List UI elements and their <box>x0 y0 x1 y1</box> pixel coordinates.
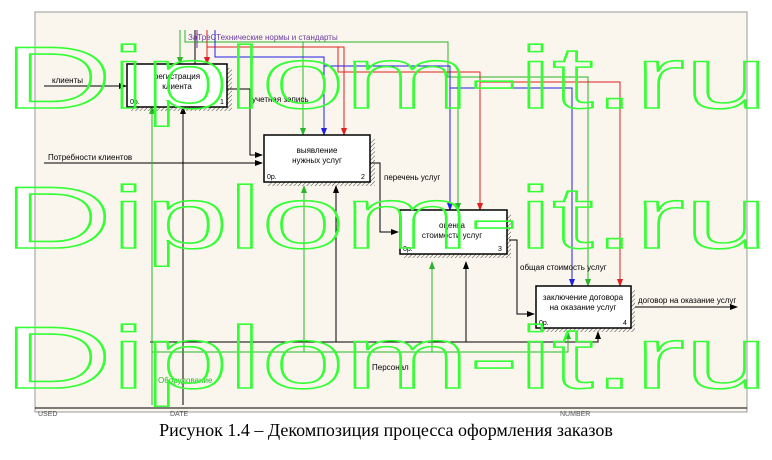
box-a3: оценка стоимости услуг 0р. 3 <box>399 209 511 258</box>
flow-record <box>227 88 263 158</box>
watermark-line-3: Diplom-it.ru <box>4 308 768 407</box>
box-a4: заключение договора на оказание услуг 0р… <box>535 285 635 332</box>
mech-equipment <box>149 106 571 405</box>
label-contract: договор на оказание услуг <box>638 296 736 305</box>
figure-caption: Рисунок 1.4 – Декомпозиция процесса офор… <box>159 420 613 440</box>
label-record: учетная запись <box>252 95 309 104</box>
box-a2-num: 2 <box>361 174 365 181</box>
box-a2-line2: нужных услуг <box>292 156 342 165</box>
arrow-labels: клиенты учетная запись Потребности клиен… <box>48 33 736 385</box>
box-a3-line1: оценка <box>439 221 465 230</box>
watermark-line-2: Diplom-it.ru <box>4 168 768 267</box>
controls-green <box>177 30 591 287</box>
box-a4-line2: на оказание услуг <box>550 303 617 312</box>
box-a4-cost: 0р. <box>539 320 549 327</box>
box-a3-cost: 0р. <box>403 246 413 253</box>
label-needs: Потребности клиентов <box>48 153 132 162</box>
mech-staff-a4 <box>466 331 601 343</box>
footer-fragment-used: USED <box>38 411 57 418</box>
flow-total-cost <box>509 239 535 317</box>
label-staff: Персонал <box>372 363 409 372</box>
watermark-line-1: Diplom-it.ru <box>4 28 768 127</box>
box-a1-line1: регистрация <box>154 72 200 81</box>
box-a4-line1: заключение договора <box>543 293 624 302</box>
box-a1: регистрация клиента 0р. 1 <box>126 63 232 111</box>
box-a3-num: 3 <box>498 246 502 253</box>
label-clients: клиенты <box>52 76 83 85</box>
box-a3-line2: стоимости услуг <box>422 231 482 240</box>
controls-red <box>204 30 623 287</box>
watermark: Diplom-it.ru Diplom-it.ru Diplom-it.ru <box>3 27 769 408</box>
label-services-list: перечень услуг <box>384 173 440 182</box>
flow-lines <box>44 30 738 405</box>
label-equipment: Оборудование <box>158 376 213 385</box>
box-a1-num: 1 <box>220 99 224 106</box>
controls-blue <box>214 30 575 287</box>
label-controls: ЗаТреСТехнические нормы и стандарты <box>188 33 338 42</box>
box-a2: выявление нужных услуг 0р. 2 <box>263 134 375 186</box>
box-a1-line2: клиента <box>162 82 192 91</box>
box-a1-cost: 0р. <box>130 99 140 106</box>
box-a2-cost: 0р. <box>267 174 277 181</box>
box-a2-line1: выявление <box>297 146 338 155</box>
footer-fragment-date: DATE <box>170 411 188 418</box>
box-a4-num: 4 <box>623 320 627 327</box>
label-total-cost: общая стоимость услуг <box>520 263 607 272</box>
footer-fragment-number: NUMBER <box>560 411 590 418</box>
